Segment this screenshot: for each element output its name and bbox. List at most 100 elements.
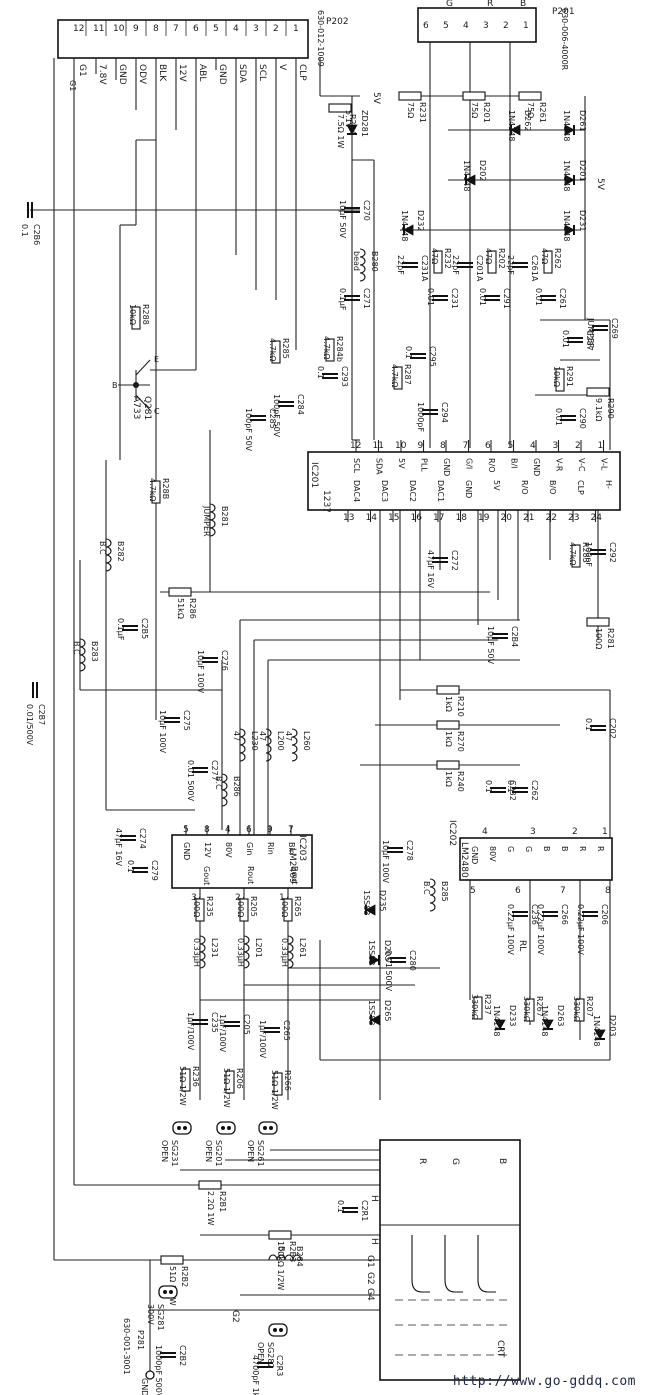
ic203-pin-label-rout: Rout xyxy=(246,866,255,884)
ic201-pin-9: 9 xyxy=(418,441,424,451)
ic203-pin-2: 2 xyxy=(235,893,241,903)
diode-d265-value: 1SS83 xyxy=(367,1000,376,1025)
p281-signal-gnd: GND xyxy=(140,1378,149,1395)
diode-d205-ref: D205 xyxy=(383,940,392,961)
capacitor-c236-ref: C236 xyxy=(530,904,539,925)
ic201-pin-6: 6 xyxy=(485,441,491,451)
resistor-r236-value: 51Ω 1/2W xyxy=(178,1066,187,1106)
capacitor-c278-ref: C278 xyxy=(405,840,414,861)
ic201-pin-20: 20 xyxy=(501,513,513,523)
ic203-pin-label-12v: 12V xyxy=(203,842,212,858)
resistor-r283-value: 4.7kΩ xyxy=(568,542,577,565)
diode-d232-ref: D232 xyxy=(416,210,425,231)
capacitor-c269-ref: C269 xyxy=(610,318,619,339)
q281-ref: Q281 xyxy=(142,396,152,420)
ic203-pin-1: 1 xyxy=(279,893,285,903)
capacitor-c265-value: 1μF/100V xyxy=(258,1020,267,1059)
resistor-r231-value: 75Ω xyxy=(406,102,415,118)
transistor-q281: Q281 A733 xyxy=(118,359,152,420)
net-g2: G2 xyxy=(230,1310,240,1323)
capacitor-c231a-value: 22pF xyxy=(396,255,405,275)
p201-signal-g: G xyxy=(446,0,453,9)
capacitor-c291-ref: C291 xyxy=(502,288,511,309)
resistor-r262-value: 47Ω xyxy=(540,248,549,264)
capacitor-c275-ref: C275 xyxy=(182,710,191,731)
ic201-bottom-label-b-o-7: B/O xyxy=(548,480,557,494)
diode-d261-value: 1N4148 xyxy=(562,110,571,141)
capacitor-c2b2-ref: C2B2 xyxy=(178,1345,187,1366)
p201-pin-5: 5 xyxy=(443,21,449,31)
ic201-bottom-label-clp-8: CLP xyxy=(576,480,585,495)
inductor-l230-value: 47 xyxy=(232,731,241,741)
q281-pin-b: B xyxy=(112,381,118,390)
resistor-r237-value: 330kΩ xyxy=(470,994,479,1020)
p201-pin-3: 3 xyxy=(483,21,489,31)
resistor-r288-value: 10kΩ xyxy=(128,304,137,325)
inductor-l200-value: 47 xyxy=(258,731,267,741)
diode-zd281-value: 5.1V xyxy=(344,110,353,129)
capacitor-c294-ref: C294 xyxy=(440,402,449,423)
capacitor-c280-ref: C280 xyxy=(408,950,417,971)
capacitor-c294-value: 1000pF xyxy=(416,402,425,432)
diode-d231-value: 1N4148 xyxy=(562,210,571,241)
diode-d262-value: 1N4148 xyxy=(507,110,516,141)
inductor-b283-ref: B283 xyxy=(90,641,99,662)
ic202-label-80v-1: 80V xyxy=(488,846,497,862)
ic201-pin-7: 7 xyxy=(463,441,469,451)
crt-pin-g2: G2 xyxy=(365,1272,375,1285)
ic201-pin-label-v-l-11: V-L xyxy=(600,458,609,471)
resistor-r267-value: 330kΩ xyxy=(522,996,531,1022)
ic201-pin-13: 13 xyxy=(343,513,354,523)
diode-d202-value: 1N4148 xyxy=(462,160,471,191)
resistor-r207-ref: R207 xyxy=(585,996,594,1017)
p202-signal-blk-8: BLK xyxy=(157,64,167,82)
net-5v-top: 5V xyxy=(371,92,381,105)
ic201-pin-label-g-i-5: G/I xyxy=(465,458,474,469)
p202-signal-gnd-10: GND xyxy=(117,64,127,85)
ic202-label-g-3: G xyxy=(524,846,533,852)
p202-signal-odv-9: ODV xyxy=(137,64,147,85)
diode-d203-ref: D203 xyxy=(608,1015,617,1036)
ic201-bottom-label-r-o-6: R/O xyxy=(520,480,529,495)
capacitor-c284-value: 100pF 50V xyxy=(272,394,281,438)
watermark: http://www.go-gddq.com xyxy=(452,1374,636,1389)
capacitor-c262-value: 0.1 xyxy=(506,780,515,793)
resistor-r28b-value: 4.7kΩ xyxy=(148,478,157,501)
ic203-pin-8: 8 xyxy=(204,825,210,835)
capacitor-c277-ref: C277 xyxy=(210,760,219,781)
inductor-b283-value: B.C xyxy=(72,641,81,655)
p202-pin-4: 4 xyxy=(233,24,239,34)
diode-d233-ref: D233 xyxy=(508,1005,517,1026)
ic203-pin-label-80v: 80V xyxy=(224,842,233,858)
capacitor-c266-ref: C266 xyxy=(560,904,569,925)
ic201-pin-24: 24 xyxy=(591,513,603,523)
connector-p201-ref: P201 xyxy=(552,7,575,17)
ic202-pin-1: 1 xyxy=(602,827,608,837)
capacitor-c232-ref: C232 xyxy=(508,780,517,801)
inductor-l230-ref: L230 xyxy=(250,731,259,751)
ic201-bottom-label-gnd-4: GND xyxy=(464,480,473,498)
p201-signal-r: R xyxy=(487,0,493,9)
